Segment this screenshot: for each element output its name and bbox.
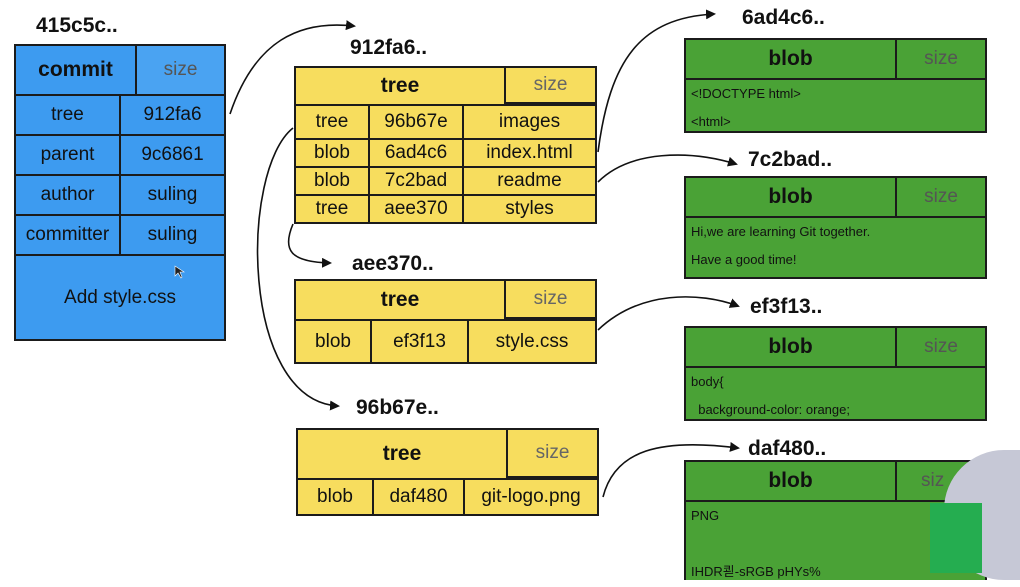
blob-7c2bad-size-label: size [895, 176, 987, 218]
tree-entry-name: images [462, 104, 597, 140]
overlay-green-square [930, 503, 982, 573]
tree-96b67e-size-label: size [506, 428, 599, 478]
tree-entry-type: tree [294, 104, 370, 140]
blob-content-line: IHDR쾯-sRGB pHYs% [691, 564, 821, 579]
tree-entry-hash: daf480 [372, 478, 465, 516]
blob-content-line: Have a good time! [691, 252, 797, 267]
commit-message: Add style.css [14, 254, 226, 341]
arrow-commit-to-tree [229, 20, 356, 115]
tree-entry-name: readme [462, 166, 597, 196]
blob-6ad4c6-hash: 6ad4c6.. [742, 6, 825, 29]
arrow-stylecss-to-blob [597, 296, 740, 331]
arrow-images-to-tree [256, 127, 340, 411]
blob-6ad4c6-content: <!DOCTYPE html> <html> [684, 78, 987, 133]
tree-entry-hash: ef3f13 [370, 319, 469, 364]
tree-entry-hash: 6ad4c6 [368, 138, 464, 168]
blob-content-line: background-color: orange; [691, 402, 850, 417]
arrow-index-to-blob [597, 9, 716, 153]
tree-aee370-size-label: size [504, 279, 597, 319]
commit-hash: 415c5c.. [36, 14, 118, 37]
blob-content-line: Hi,we are learning Git together. [691, 224, 871, 239]
blob-content-line: PNG [691, 508, 720, 523]
blob-daf480-hash: daf480.. [748, 437, 827, 460]
tree-aee370-hash: aee370.. [352, 252, 434, 275]
tree-entry-name: style.css [467, 319, 597, 364]
commit-size-label: size [135, 44, 226, 96]
tree-entry-type: blob [296, 478, 374, 516]
blob-ef3f13-content: body{ background-color: orange; [684, 366, 987, 421]
blob-content-line: body{ [691, 374, 724, 389]
tree-entry-hash: 7c2bad [368, 166, 464, 196]
arrow-readme-to-blob [597, 154, 738, 183]
blob-content-line: <!DOCTYPE html> [691, 86, 801, 101]
tree-96b67e-hash: 96b67e.. [356, 396, 439, 419]
tree-912fa6-size-label: size [504, 66, 597, 104]
mouse-cursor-icon [174, 265, 185, 279]
tree-entry-hash: aee370 [368, 194, 464, 224]
arrow-styles-to-tree [287, 223, 332, 268]
commit-parent-value: 9c6861 [119, 134, 226, 176]
tree-entry-type: blob [294, 319, 372, 364]
tree-aee370-type-label: tree [294, 279, 506, 321]
tree-entry-name: git-logo.png [463, 478, 599, 516]
blob-ef3f13-hash: ef3f13.. [750, 295, 823, 318]
blob-7c2bad-hash: 7c2bad.. [748, 148, 833, 171]
blob-ef3f13-size-label: size [895, 326, 987, 368]
arrow-gitlogo-to-blob [602, 442, 740, 498]
tree-entry-hash: 96b67e [368, 104, 464, 140]
tree-912fa6-hash: 912fa6.. [350, 36, 428, 59]
tree-entry-name: styles [462, 194, 597, 224]
blob-7c2bad-content: Hi,we are learning Git together. Have a … [684, 216, 987, 279]
commit-tree-value: 912fa6 [119, 94, 226, 136]
blob-content-line: <html> [691, 114, 731, 129]
tree-entry-type: tree [294, 194, 370, 224]
